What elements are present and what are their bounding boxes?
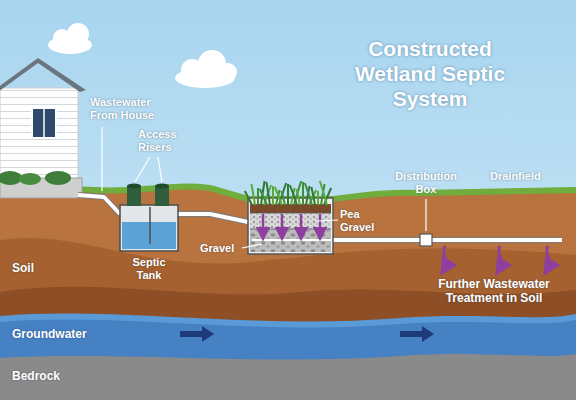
plant-blade bbox=[266, 182, 270, 205]
layer-label: Soil bbox=[12, 262, 72, 276]
plant-blade bbox=[245, 191, 252, 205]
topsoil bbox=[0, 186, 576, 400]
distribution-box bbox=[420, 234, 432, 246]
house bbox=[0, 58, 86, 198]
plant-blade bbox=[317, 191, 319, 205]
drainfield-label: Drainfield bbox=[490, 170, 560, 183]
gravel-label: Pea Gravel bbox=[340, 208, 390, 233]
plant-blade bbox=[290, 185, 297, 205]
plant-blade bbox=[260, 189, 267, 205]
plant-blade bbox=[281, 191, 285, 205]
plant-blade bbox=[272, 186, 274, 205]
diagram-title: Constructed Wetland Septic System bbox=[345, 36, 515, 112]
cloud bbox=[48, 23, 237, 88]
plant-blade bbox=[275, 187, 282, 205]
groundwater-band bbox=[0, 313, 576, 400]
plant-blade bbox=[311, 187, 315, 205]
soil-layer bbox=[0, 238, 576, 400]
leader-line bbox=[102, 127, 426, 248]
plant-blade bbox=[296, 189, 300, 205]
wetland-cell bbox=[245, 181, 333, 254]
treatment-note: Further Wastewater Treatment in Soil bbox=[424, 278, 564, 306]
plant-blade bbox=[302, 182, 304, 205]
tank-label: Septic Tank bbox=[124, 256, 174, 281]
riser-label: Access Risers bbox=[138, 128, 188, 153]
layer-label: Bedrock bbox=[12, 370, 102, 384]
plant-blade bbox=[287, 184, 289, 205]
pipe-label: Wastewater From House bbox=[90, 96, 162, 121]
seepage-arrow bbox=[444, 246, 550, 268]
septic-tank bbox=[120, 184, 178, 252]
layer-label: Groundwater bbox=[12, 328, 122, 342]
box-label: Distribution Box bbox=[386, 170, 466, 195]
gravel-label: Gravel bbox=[200, 242, 242, 255]
flow-arrow bbox=[180, 326, 434, 342]
groundwater-band bbox=[0, 319, 576, 400]
bedrock bbox=[0, 354, 576, 400]
plant-blade bbox=[305, 183, 312, 205]
plant-blade bbox=[320, 181, 327, 205]
plant-blade bbox=[257, 188, 259, 205]
plant-blade bbox=[251, 184, 255, 205]
